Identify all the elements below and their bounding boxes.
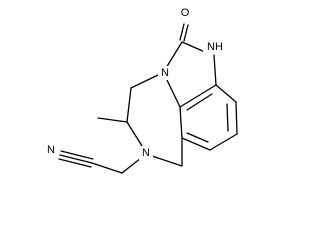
bond-nh-c7a [213,54,217,86]
structure-canvas: O NH N N N [44,6,238,174]
bond-chme-n [126,121,143,147]
label-bg-o [178,6,192,20]
amine-nitrogen-label: N [142,147,150,159]
bond-aromatic-inner-2 [186,132,209,143]
oxygen-label: O [181,7,190,19]
bond-c2-nh [181,41,206,53]
nitrile-nitrogen-label: N [47,144,55,156]
nh-label: NH [207,41,223,53]
bond-c7-c6 [235,101,238,135]
bond-carbonyl-b [183,24,189,42]
bond-n-ch2-cn [121,157,142,174]
bond-c5-c4 [181,137,211,151]
bond-nitrile-b [60,150,94,160]
bond-ch2-cnc [91,162,123,174]
bond-c2-n1 [165,41,183,69]
bond-aromatic-inner-1 [226,103,229,132]
bond-nitrile-a [59,154,93,164]
ring-nitrogen-label: N [161,67,169,79]
bond-n1-ch2 [130,74,159,89]
molecule-structure: O NH N N N [44,6,238,174]
bond-nitrile-c [58,158,92,168]
bond-c7a-c3a [179,84,217,108]
label-bg-nh [203,40,227,54]
bond-aromatic-inner-3 [186,93,213,111]
bond-n1-c3a [165,77,181,108]
bond-c7a-c7 [215,84,237,103]
bond-n-ch2b [151,155,183,167]
bond-chme-methyl [97,117,128,123]
label-bg-n-nitrile [44,143,58,157]
bond-carbonyl-a [179,23,185,41]
bond-ch2-chme [126,87,132,123]
bond-c6-c5 [209,133,238,151]
bond-c4-c3a [179,106,183,139]
label-bg-n-amine [139,146,153,160]
label-bg-n-ring [158,66,172,80]
